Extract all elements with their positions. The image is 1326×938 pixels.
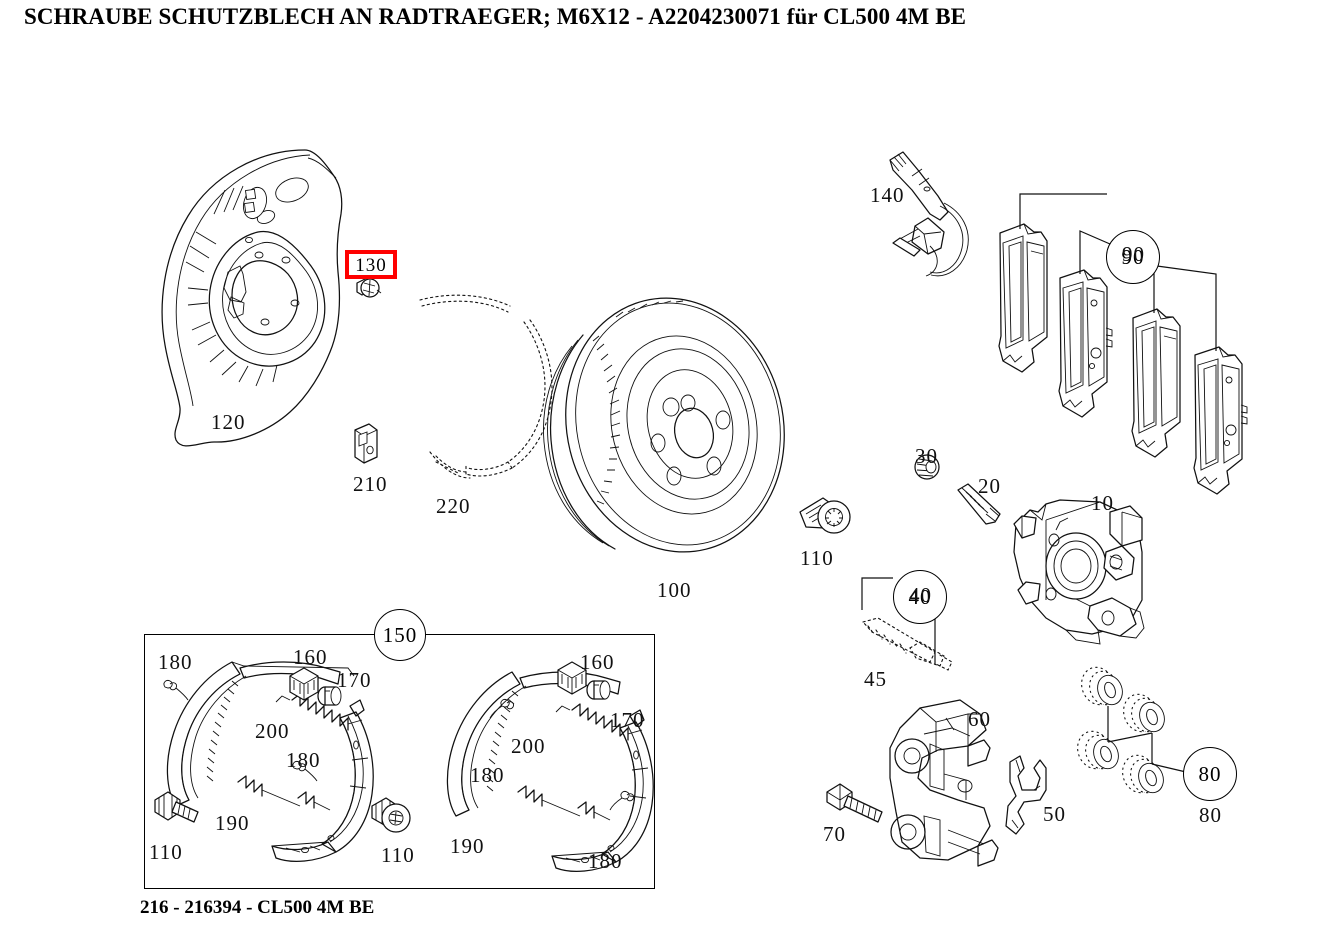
callout-label-180: 180 <box>588 849 623 873</box>
callout-label-180: 180 <box>286 748 321 772</box>
callout-label-180: 180 <box>158 650 193 674</box>
callout-label-140: 140 <box>870 183 905 207</box>
brake-pad-4 <box>1194 347 1247 494</box>
boot-ring-4 <box>1117 751 1167 798</box>
callout-label-45: 45 <box>864 667 887 691</box>
callout-label-20: 20 <box>978 474 1001 498</box>
callout-label-180: 180 <box>470 763 505 787</box>
callout-label-120: 120 <box>211 410 246 434</box>
callout-label-190: 190 <box>215 811 250 835</box>
part-brake-disc-100 <box>539 275 811 576</box>
page-title: SCHRAUBE SCHUTZBLECH AN RADTRAEGER; M6X1… <box>24 4 967 29</box>
part-screw-110-disc <box>800 498 850 533</box>
footer-caption: 216 - 216394 - CL500 4M BE <box>140 897 375 918</box>
circled-callout-150: 150 <box>374 609 426 661</box>
brake-pad-2 <box>1059 270 1112 417</box>
circled-callout-80: 80 <box>1183 747 1237 801</box>
callout-label-170: 170 <box>610 708 645 732</box>
part-wear-sensor-140 <box>890 152 968 276</box>
part-caliper-10 <box>1014 500 1144 644</box>
callout-label-110: 110 <box>149 840 183 864</box>
callout-label-220: 220 <box>436 494 471 518</box>
callout-label-200: 200 <box>511 734 546 758</box>
callout-label-190: 190 <box>450 834 485 858</box>
highlight-number: 130 <box>355 255 387 276</box>
highlighted-callout-130[interactable]: 130 <box>345 250 397 279</box>
part-screw-130 <box>357 278 381 297</box>
callout-label-50: 50 <box>1043 802 1066 826</box>
boot-ring-3 <box>1072 727 1122 774</box>
callout-label-110: 110 <box>800 546 834 570</box>
part-shoes-phantom-220 <box>420 295 552 478</box>
callout-label-160: 160 <box>293 645 328 669</box>
callout-label-80: 80 <box>1199 803 1222 827</box>
callout-label-60: 60 <box>968 707 991 731</box>
part-bolt-70 <box>827 784 882 822</box>
callout-label-70: 70 <box>823 822 846 846</box>
callout-label-10: 10 <box>1091 491 1114 515</box>
part-boot-kit-80 <box>1072 663 1186 798</box>
callout-label-160: 160 <box>580 650 615 674</box>
part-bracket-210 <box>355 424 377 463</box>
callout-label-200: 200 <box>255 719 290 743</box>
callout-label-100: 100 <box>657 578 692 602</box>
callout-label-110: 110 <box>381 843 415 867</box>
boot-ring-2 <box>1118 690 1168 737</box>
boot-ring-1 <box>1076 663 1126 710</box>
circled-callout-90: 90 <box>1106 230 1160 284</box>
brake-pad-3 <box>1132 309 1180 457</box>
callout-label-30: 30 <box>915 444 938 468</box>
callout-label-40: 40 <box>909 583 932 607</box>
circled-callout-40: 40 <box>893 570 947 624</box>
callout-label-90: 90 <box>1122 242 1145 266</box>
brake-pad-1 <box>999 224 1047 372</box>
part-backing-plate-120 <box>162 150 342 446</box>
callout-label-170: 170 <box>337 668 372 692</box>
callout-label-210: 210 <box>353 472 388 496</box>
part-spring-clip-50 <box>1006 756 1046 834</box>
